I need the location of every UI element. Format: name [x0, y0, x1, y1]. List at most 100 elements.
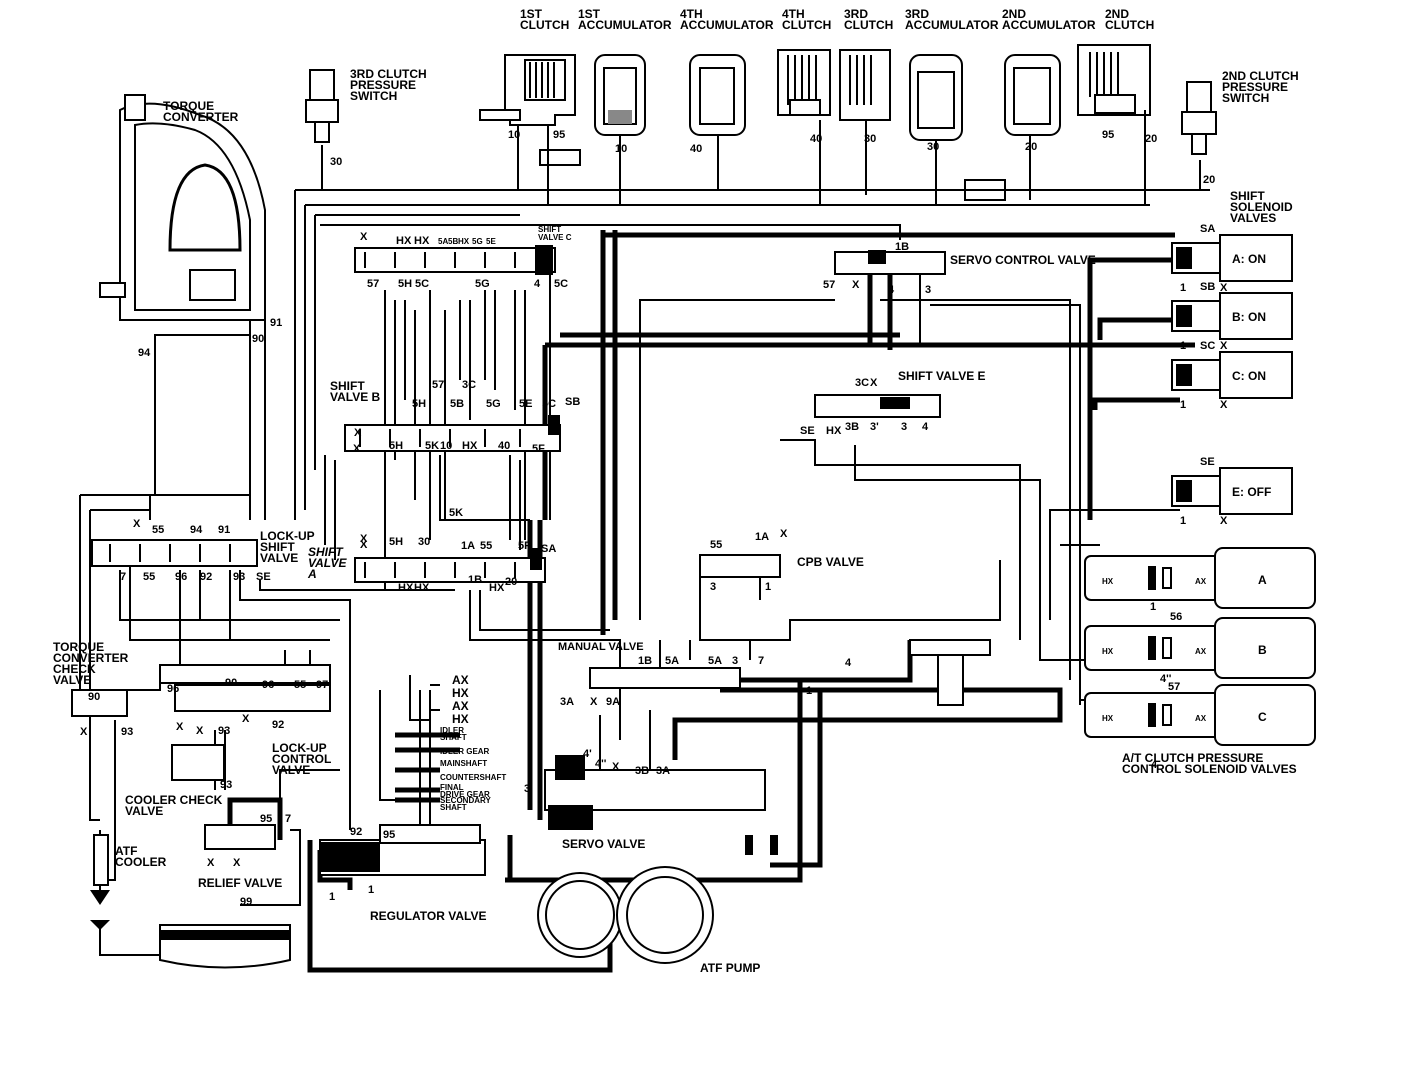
solenoid-port-label: SB	[1200, 281, 1215, 293]
lube-legend-item: COUNTERSHAFT	[440, 773, 506, 782]
label-manual-valve: MANUAL VALVE	[558, 641, 644, 653]
first-accumulator-body	[594, 54, 646, 136]
svg-text:91: 91	[270, 317, 282, 329]
manual-valve-body	[589, 667, 741, 689]
svg-text:3: 3	[901, 421, 907, 433]
svg-text:3: 3	[732, 655, 738, 667]
svg-text:5H: 5H	[389, 440, 403, 452]
svg-text:5F: 5F	[532, 443, 545, 455]
svg-text:X: X	[1220, 515, 1228, 527]
svg-text:5E: 5E	[486, 237, 496, 246]
svg-text:5K: 5K	[449, 507, 463, 519]
shift-valve-e-body	[814, 394, 941, 418]
svg-text:X: X	[133, 518, 141, 530]
svg-text:30: 30	[864, 133, 876, 145]
svg-text:4: 4	[922, 421, 929, 433]
label-regulator-valve: REGULATOR VALVE	[370, 909, 486, 923]
svg-text:91: 91	[218, 524, 230, 536]
lube-legend-item: HX	[452, 712, 469, 726]
svg-text:10: 10	[508, 129, 520, 141]
svg-text:1: 1	[1180, 282, 1186, 294]
svg-text:40: 40	[498, 440, 510, 452]
solenoid-state-label: B: ON	[1232, 310, 1266, 324]
label-shift-valve-e: SHIFT VALVE E	[898, 369, 986, 383]
svg-text:SE: SE	[800, 425, 815, 437]
svg-text:30: 30	[927, 141, 939, 153]
solenoid-port-label: SC	[1200, 340, 1215, 352]
svg-text:90: 90	[88, 691, 100, 703]
svg-text:4: 4	[888, 284, 895, 296]
svg-text:93: 93	[121, 726, 133, 738]
svg-text:4': 4'	[583, 748, 592, 760]
svg-text:HX: HX	[396, 235, 412, 247]
svg-text:94: 94	[138, 347, 151, 359]
svg-text:5C: 5C	[542, 398, 556, 410]
label-servo-control-valve: SERVO CONTROL VALVE	[950, 253, 1096, 267]
pressure-solenoid-label: A	[1258, 573, 1267, 587]
cpb-valve-body	[699, 554, 781, 578]
svg-text:X: X	[780, 528, 788, 540]
svg-text:3': 3'	[524, 783, 533, 795]
svg-text:HX: HX	[1102, 647, 1114, 656]
svg-text:57: 57	[1168, 681, 1180, 693]
third-clutch-body	[839, 49, 891, 121]
svg-text:1: 1	[329, 891, 335, 903]
svg-text:HX: HX	[398, 582, 414, 594]
svg-text:5H: 5H	[398, 278, 412, 290]
svg-text:99: 99	[240, 896, 252, 908]
svg-text:92: 92	[350, 826, 362, 838]
svg-text:57: 57	[432, 379, 444, 391]
svg-text:HX: HX	[458, 237, 470, 246]
servo-control-valve-body	[834, 251, 946, 275]
svg-text:5A: 5A	[708, 655, 722, 667]
label-servo-valve: SERVO VALVE	[562, 837, 645, 851]
first-clutch-body	[479, 54, 576, 126]
svg-text:4: 4	[845, 657, 852, 669]
lock-up-shift-valve-body	[91, 539, 258, 567]
svg-text:AX: AX	[1195, 577, 1207, 586]
tc-check-valve-body	[71, 689, 128, 717]
svg-text:90: 90	[252, 333, 264, 345]
svg-text:5H: 5H	[389, 536, 403, 548]
svg-text:X: X	[354, 427, 362, 439]
svg-text:55: 55	[152, 524, 164, 536]
svg-text:5H: 5H	[412, 398, 426, 410]
svg-text:7: 7	[285, 813, 291, 825]
third-clutch-pressure-switch	[305, 69, 339, 143]
svg-text:1: 1	[1180, 340, 1186, 352]
svg-text:55: 55	[294, 679, 306, 691]
svg-text:3': 3'	[870, 421, 879, 433]
label-atf-pump: ATF PUMP	[700, 961, 760, 975]
svg-text:X: X	[590, 696, 598, 708]
shift-valve-b-body	[344, 424, 561, 452]
atf-pump-right-gear	[616, 866, 714, 964]
svg-text:4: 4	[534, 278, 541, 290]
svg-text:55: 55	[143, 571, 155, 583]
solenoid-state-label: A: ON	[1232, 252, 1266, 266]
svg-text:X: X	[360, 539, 368, 551]
svg-text:10: 10	[615, 143, 627, 155]
converter-housing-block	[154, 334, 251, 496]
svg-text:5G: 5G	[475, 278, 490, 290]
svg-text:5C: 5C	[415, 278, 429, 290]
lube-legend-item: MAINSHAFT	[440, 759, 487, 768]
svg-text:4'': 4''	[595, 758, 607, 770]
svg-text:X: X	[852, 279, 860, 291]
svg-text:5C: 5C	[554, 278, 568, 290]
svg-text:40: 40	[810, 133, 822, 145]
lube-legend-item: IDLER GEAR	[440, 747, 490, 756]
